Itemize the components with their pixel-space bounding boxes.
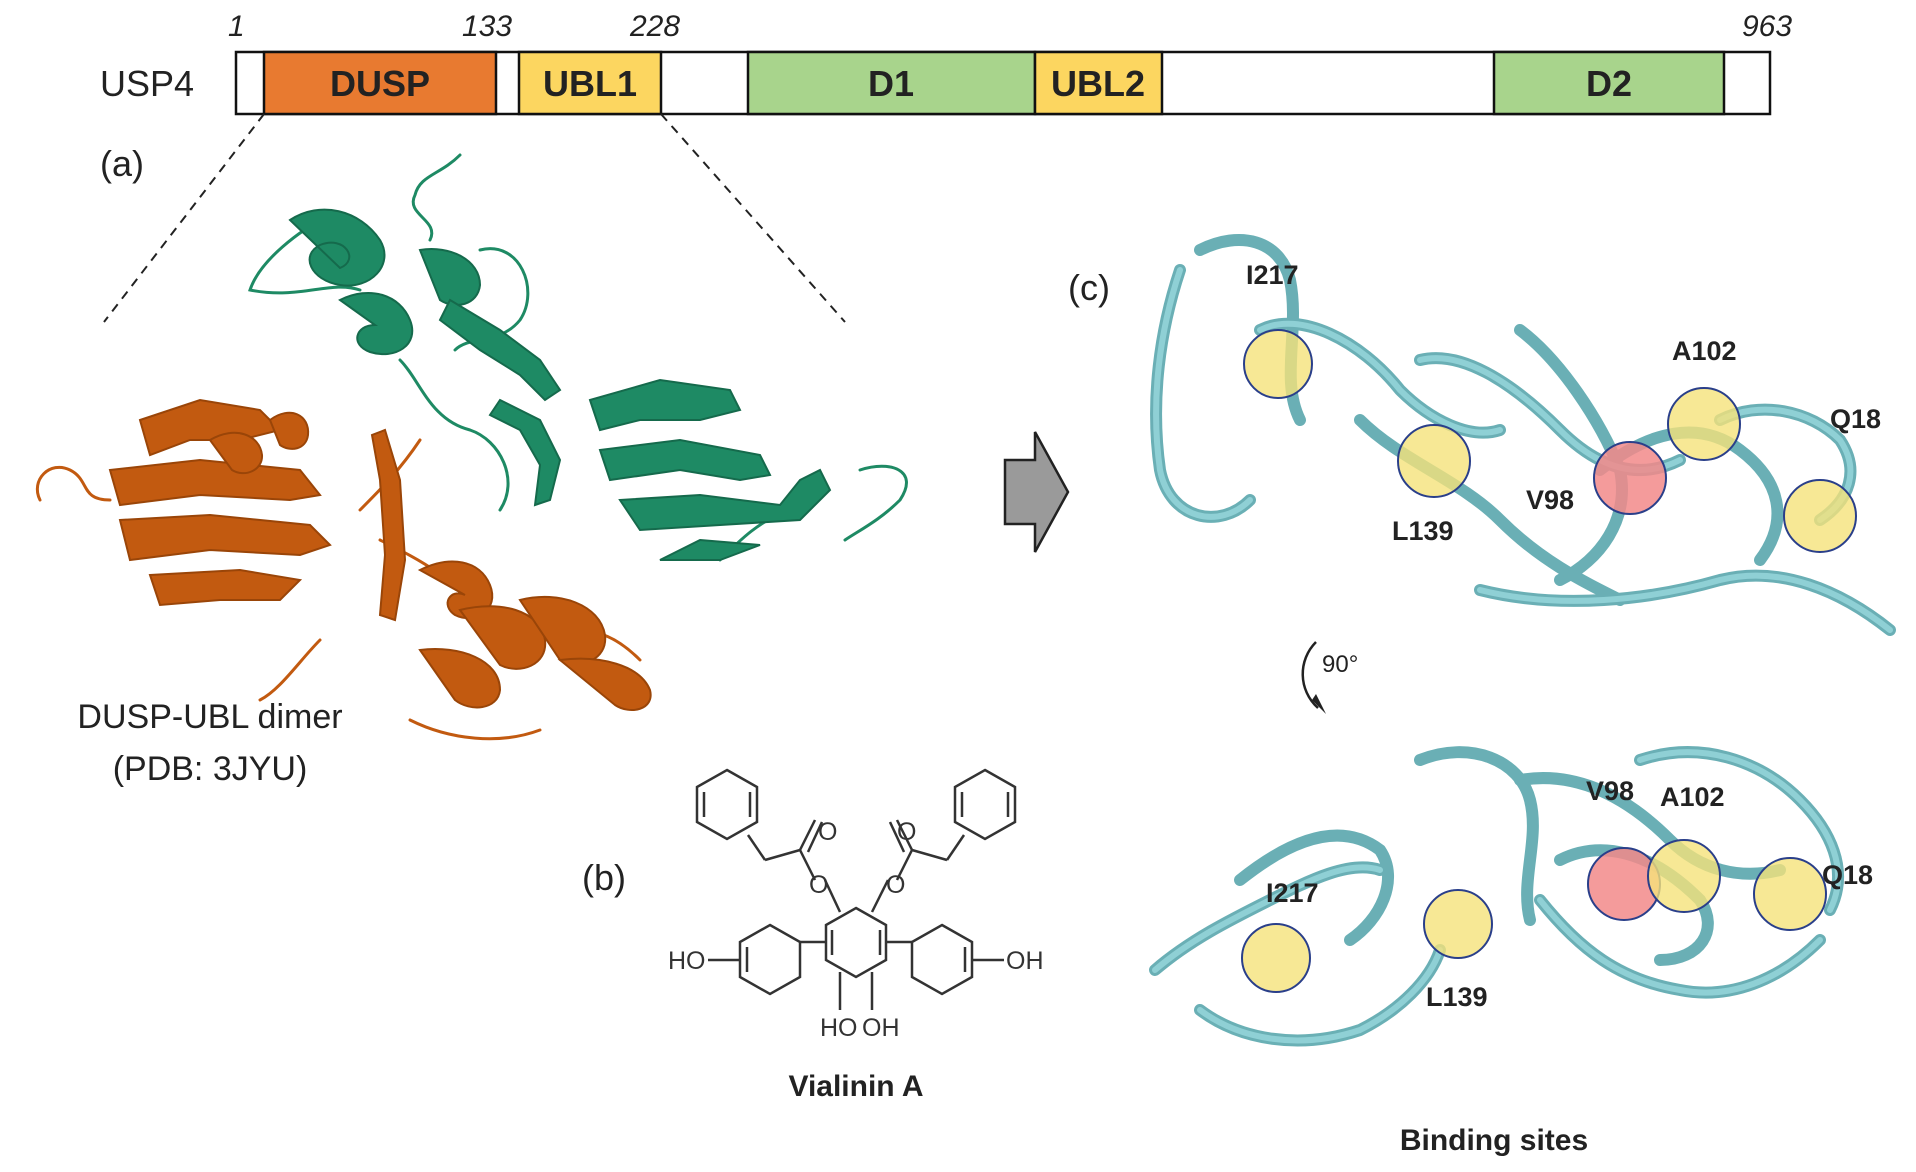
domain-bar: 1 133 228 963 USP4 DUSP UBL1 D1 UBL2 D2 <box>100 10 1792 323</box>
rotation-arrow-icon <box>1301 641 1319 709</box>
binding-structure-bottom <box>1149 746 1844 1047</box>
site-q18-top <box>1783 479 1857 553</box>
label-l139-bottom: L139 <box>1426 982 1488 1012</box>
binding-sites-caption: Binding sites <box>1400 1124 1588 1157</box>
orange-chain-cartoon <box>108 398 652 711</box>
label-q18-bottom: Q18 <box>1822 860 1873 890</box>
site-l139-bottom <box>1423 889 1493 959</box>
ubl1-label: UBL1 <box>543 63 637 104</box>
site-i217-bottom <box>1241 923 1311 993</box>
d2-label: D2 <box>1586 63 1632 104</box>
label-q18-top: Q18 <box>1830 404 1881 434</box>
rotation-label: 90° <box>1322 651 1358 678</box>
site-i217-top <box>1243 329 1313 399</box>
position-133: 133 <box>462 10 512 43</box>
position-963: 963 <box>1742 10 1792 43</box>
label-i217-top: I217 <box>1246 260 1299 290</box>
site-q18-bottom <box>1753 857 1827 931</box>
protein-name: USP4 <box>100 63 194 104</box>
label-v98-top: V98 <box>1526 485 1574 515</box>
carbonyl-o-left: O <box>818 818 837 846</box>
dusp-label: DUSP <box>330 63 430 104</box>
site-a102-top <box>1667 387 1741 461</box>
ubl1-domain <box>517 50 663 116</box>
hydroxyl-bottom-right: OH <box>862 1014 900 1042</box>
label-i217-bottom: I217 <box>1266 878 1319 908</box>
green-chain-cartoon <box>288 208 832 561</box>
binding-sites-top <box>1243 329 1857 553</box>
ubl2-label: UBL2 <box>1051 63 1145 104</box>
site-l139-top <box>1397 424 1471 498</box>
zoom-line-left <box>103 113 265 323</box>
hydroxyl-right: OH <box>1006 947 1044 975</box>
panel-a-label: (a) <box>100 143 144 184</box>
hydroxyl-bottom-left: HO <box>820 1014 858 1042</box>
position-228: 228 <box>629 10 680 43</box>
label-v98-bottom: V98 <box>1586 776 1634 806</box>
rotation-arrowhead-icon <box>1312 694 1326 714</box>
ester-o-right: O <box>886 871 905 899</box>
ester-o-left: O <box>809 871 828 899</box>
dusp-domain <box>262 50 498 116</box>
dusp-ubl-dimer-structure <box>35 153 908 741</box>
dimer-caption-line2: (PDB: 3JYU) <box>113 750 308 788</box>
d2-domain <box>1492 50 1726 116</box>
site-a102-bottom <box>1647 839 1721 913</box>
binding-structure-top <box>1150 234 1896 636</box>
molecule-name: Vialinin A <box>788 1070 923 1103</box>
ubl2-domain <box>1033 50 1164 116</box>
site-v98-top <box>1593 441 1667 515</box>
label-l139-top: L139 <box>1392 516 1454 546</box>
binding-sites-bottom <box>1241 839 1827 993</box>
panel-b-label: (b) <box>582 857 626 898</box>
position-1: 1 <box>228 10 245 43</box>
label-a102-top: A102 <box>1672 336 1737 366</box>
dimer-caption-line1: DUSP-UBL dimer <box>77 698 342 736</box>
zoom-line-right <box>660 113 846 323</box>
label-a102-bottom: A102 <box>1660 782 1725 812</box>
arrow-icon <box>1003 431 1070 553</box>
panel-c-label: (c) <box>1068 267 1110 308</box>
d1-label: D1 <box>868 63 914 104</box>
carbonyl-o-right: O <box>897 818 916 846</box>
hydroxyl-left: HO <box>668 947 706 975</box>
vialinin-a-structure <box>695 768 1017 1010</box>
